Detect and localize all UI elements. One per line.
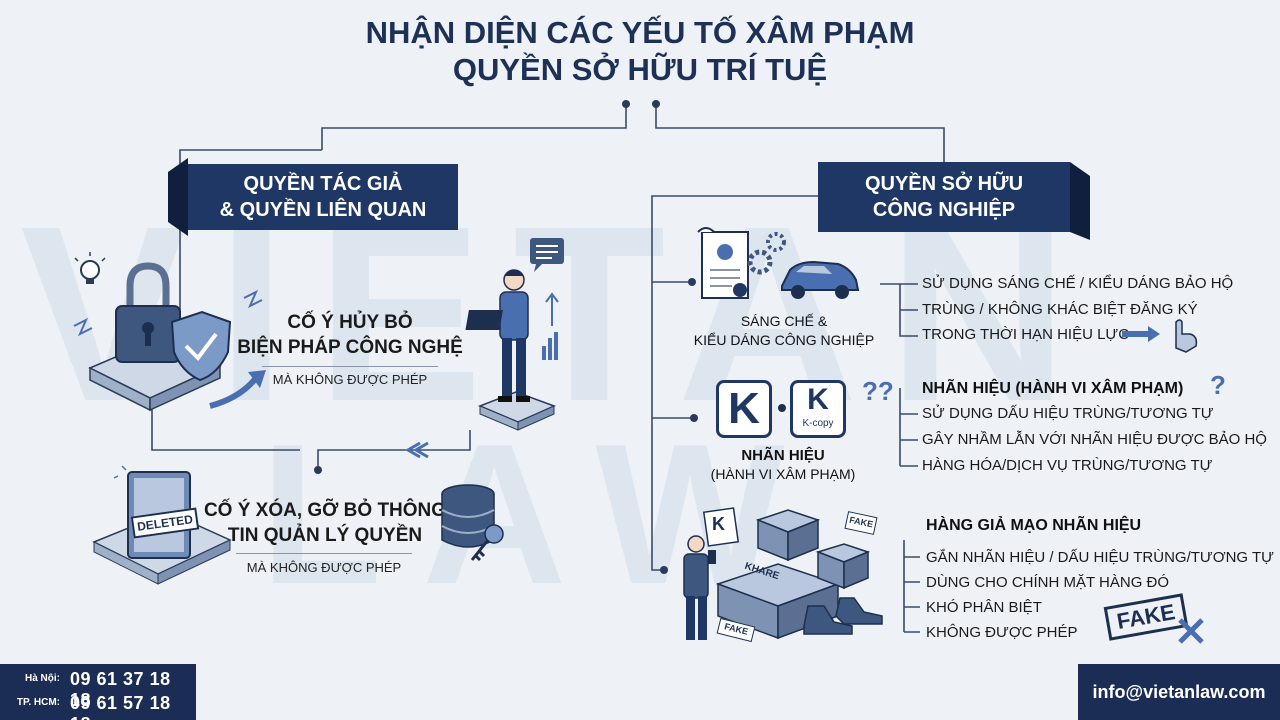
connector-dot [314,466,322,474]
banner-ribbon-left [168,158,458,236]
counterfeit-box-logo: K [712,514,725,534]
trademark-copy-label: K-copy [802,418,834,429]
connector-trademark-items [899,388,918,467]
banner-industrial-line2: CÔNG NGHIỆP [872,199,1016,221]
connector-right-down [651,195,820,571]
node-rights-info-line2: TIN QUẢN LÝ QUYỀN [227,525,423,546]
key-icon [470,524,504,562]
connector-left-trunk [321,104,627,150]
trademark-heading: NHÃN HIỆU (HÀNH VI XÂM PHẠM) [922,380,1184,397]
close-icon [1178,618,1204,644]
node-tech-measures-sub: MÀ KHÔNG ĐƯỢC PHÉP [272,372,428,387]
divider-rule [262,366,438,367]
car-icon [781,260,860,299]
connector-right-trunk [655,104,945,162]
node-tech-measures-title: CỐ Ý HỦY BỎ BIỆN PHÁP CÔNG NGHỆ [220,310,480,360]
shield-icon [170,310,232,382]
connector-dot [660,566,668,574]
banner-industrial-line1: QUYỀN SỞ HỮU [864,173,1024,195]
padlock-icon [115,262,181,363]
person-phone-icon [683,535,716,640]
connector-dot [688,278,696,286]
trademark-copy-letter: K [807,383,829,416]
contact-phones: Hà Nội: 09 61 37 18 18 TP. HCM: 09 61 57… [0,664,196,720]
question-mark-icon: ? [1210,370,1226,400]
divider-rule [236,553,412,554]
counterfeit-item-4: KHÔNG ĐƯỢC PHÉP [926,624,1078,641]
connector-dot [622,100,630,108]
trademark-item-3: HÀNG HÓA/DỊCH VỤ TRÙNG/TƯƠNG TỰ [922,457,1213,474]
hcm-label: TP. HCM: [16,697,60,708]
gears-icon [747,232,786,275]
patent-caption-line2: KIỂU DÁNG CÔNG NGHIỆP [693,332,875,348]
connector-dot [690,414,698,422]
trademark-caption-line2: (HÀNH VI XÂM PHẠM) [710,466,856,482]
arrow-right-icon [209,376,259,409]
patent-item-3: TRONG THỜI HẠN HIỆU LỰC [922,326,1130,343]
page-title-line1: NHẬN DIỆN CÁC YẾU TỐ XÂM PHẠM [365,15,915,50]
node-tech-measures-line2: BIỆN PHÁP CÔNG NGHỆ [237,337,463,358]
trademark-item-2: GÂY NHẦM LẪN VỚI NHÃN HIỆU ĐƯỢC BẢO HỘ [922,431,1267,448]
trademark-caption: NHÃN HIỆU (HÀNH VI XÂM PHẠM) [688,446,878,484]
patent-design-illustration [697,227,860,299]
pointer-hand-icon [1175,319,1198,353]
separator-dot [778,404,786,412]
counterfeit-goods-illustration [683,507,883,640]
patent-item-2: TRÙNG / KHÔNG KHÁC BIỆT ĐĂNG KÝ [922,301,1198,318]
banner-copyright: QUYỀN TÁC GIẢ & QUYỀN LIÊN QUAN [188,164,458,230]
counterfeit-heading: HÀNG GIẢ MẠO NHÃN HIỆU [926,517,1142,534]
pointer-arrow-illustration [1122,319,1198,353]
counterfeit-item-3: KHÓ PHÂN BIỆT [926,599,1042,616]
lightbulb-icon [74,252,106,284]
padlock-shield-illustration [73,252,266,412]
certificate-icon [697,227,749,299]
banner-ribbon-right [818,162,1090,240]
chat-bubble-icon [530,238,564,272]
counterfeit-item-2: DÙNG CHO CHÍNH MẶT HÀNG ĐÓ [926,574,1170,591]
banner-copyright-line1: QUYỀN TÁC GIẢ [243,173,403,195]
arrow-right-icon [1122,326,1160,342]
boxes-icon [702,507,871,640]
node-rights-info-title: CỐ Ý XÓA, GỠ BỎ THÔNG TIN QUẢN LÝ QUYỀN [196,498,454,548]
node-tech-measures-line1: CỐ Ý HỦY BỎ [287,312,413,333]
shoes-icon [803,597,883,635]
question-mark-icon: ?? [862,376,894,406]
contact-email[interactable]: info@vietanlaw.com [1078,664,1280,720]
trademark-logo-original: K [716,380,772,438]
contact-hcm: TP. HCM: 09 61 57 18 18 [0,692,196,720]
node-rights-info-sub: MÀ KHÔNG ĐƯỢC PHÉP [246,560,402,575]
banner-copyright-line2: & QUYỀN LIÊN QUAN [219,199,427,221]
double-chevron-icon [405,441,429,459]
connector-dot [652,100,660,108]
connector-counterfeit-items [903,540,920,633]
connector-left-mid [317,430,471,470]
patent-item-1: SỬ DỤNG SÁNG CHẾ / KIỂU DÁNG BẢO HỘ [922,275,1234,292]
banner-industrial: QUYỀN SỞ HỮU CÔNG NGHIỆP [818,162,1070,232]
patent-caption: SÁNG CHẾ & KIỂU DÁNG CÔNG NGHIỆP [684,312,884,350]
hanoi-label: Hà Nội: [25,673,60,684]
person-laptop-icon [465,238,564,431]
connector-patent-items [880,283,918,337]
contact-hanoi: Hà Nội: 09 61 37 18 18 [0,668,196,710]
database-icon [441,484,495,548]
hcm-phone[interactable]: 09 61 57 18 18 [70,693,171,720]
counterfeit-item-1: GẮN NHÃN HIỆU / DẤU HIỆU TRÙNG/TƯƠNG TỰ [926,549,1274,566]
trademark-logo-copy: K K-copy [790,380,846,438]
trademark-caption-line1: NHÃN HIỆU [741,447,825,464]
page-title-line2: QUYỀN SỞ HỮU TRÍ TUỆ [452,52,828,87]
node-rights-info-line1: CỐ Ý XÓA, GỠ BỎ THÔNG [203,500,447,521]
database-key-illustration [441,484,504,562]
trademark-item-1: SỬ DỤNG DẤU HIỆU TRÙNG/TƯƠNG TỰ [922,405,1214,422]
hanoi-phone[interactable]: 09 61 37 18 18 [70,669,171,710]
patent-caption-line1: SÁNG CHẾ & [740,313,828,329]
